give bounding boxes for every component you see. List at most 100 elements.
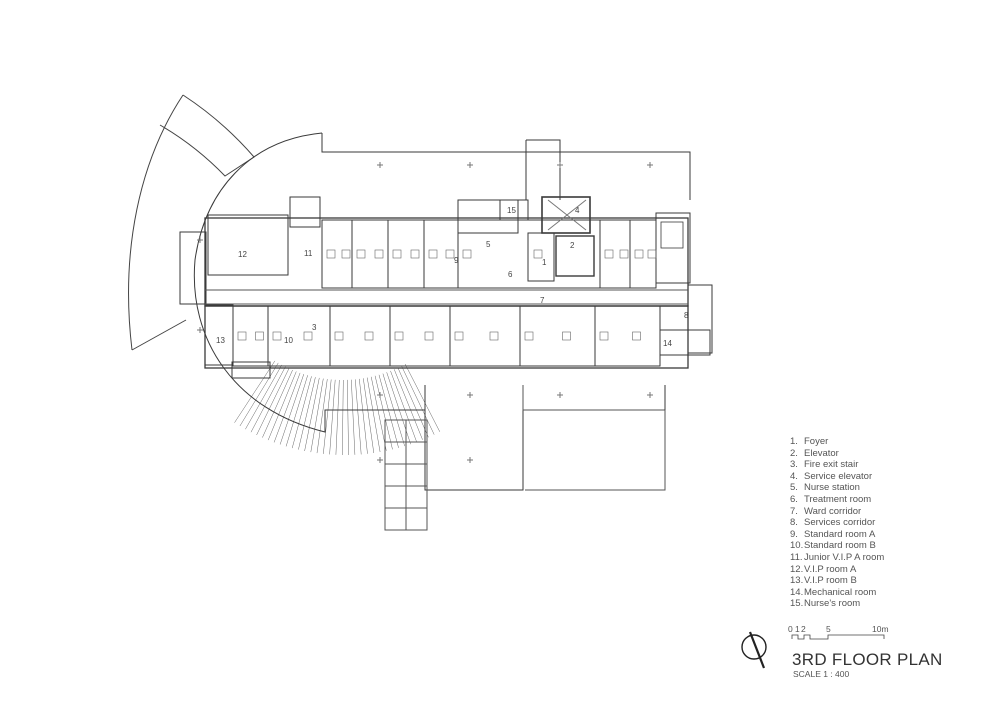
legend-item: 1.Foyer	[790, 436, 884, 448]
legend-label: V.I.P room B	[804, 575, 857, 587]
column-marker	[377, 457, 383, 463]
bed-icon	[454, 331, 464, 341]
legend-number: 9.	[790, 528, 798, 540]
bed-icon	[326, 249, 336, 259]
scale-tick-10m: 10m	[872, 624, 889, 634]
room-label-1: 1	[542, 258, 547, 267]
title-graphics: 0 1 2 5 10m	[741, 624, 889, 669]
north-arrow-icon	[741, 631, 767, 669]
bed-icon	[272, 331, 282, 341]
scale-tick-0: 0	[788, 624, 793, 634]
legend-item: 4. Service elevator	[790, 471, 884, 483]
scale-tick-1: 1	[795, 624, 800, 634]
column-marker	[197, 327, 203, 333]
legend-number: 11.	[790, 551, 803, 563]
bed-icon	[632, 331, 641, 341]
room-label-8: 8	[684, 311, 689, 320]
bed-icon	[334, 331, 344, 341]
bed-icon	[445, 249, 455, 259]
legend-number: 4.	[790, 470, 798, 482]
legend-label: Services corridor	[804, 517, 876, 529]
legend-number: 15.	[790, 598, 804, 610]
legend-item: 3.Fire exit stair	[790, 459, 884, 471]
bed-icon	[524, 331, 534, 341]
room-label-7: 7	[540, 296, 545, 305]
bed-icon	[364, 331, 374, 341]
scale-bar	[791, 634, 885, 640]
bed-icon	[392, 249, 402, 259]
room-label-3: 3	[312, 323, 317, 332]
legend-item: 2.Elevator	[790, 448, 884, 460]
column-marker	[197, 237, 203, 243]
plan-title: 3RD FLOOR PLAN	[792, 650, 943, 669]
bed-icon	[599, 331, 609, 341]
legend-number: 6.	[790, 493, 798, 505]
legend-number: 2.	[790, 447, 798, 459]
bed-icon	[619, 249, 629, 259]
room-label-13: 13	[216, 336, 225, 345]
legend-number: 5.	[790, 482, 798, 494]
legend-item: 5.Nurse station	[790, 482, 884, 494]
column-marker	[557, 392, 563, 398]
title-block: 0 1 2 5 10m 3RD FLOOR PLAN SCALE 1 : 400	[736, 622, 966, 682]
bed-icon	[303, 331, 313, 341]
plan-scale: SCALE 1 : 400	[793, 669, 850, 679]
legend-number: 7.	[790, 505, 798, 517]
legend-label: V.I.P room A	[804, 563, 857, 575]
room-cell	[267, 305, 331, 367]
bed-icon	[462, 249, 472, 259]
column-marker	[377, 162, 383, 168]
room-label-5: 5	[486, 240, 491, 249]
room-cell	[321, 219, 353, 289]
lower-room-row	[232, 305, 661, 367]
room-label-4: 4	[575, 206, 580, 215]
room-label-14: 14	[663, 339, 672, 348]
legend-item: 8. Services corridor	[790, 517, 884, 529]
legend-item: 7. Ward corridor	[790, 506, 884, 518]
walkway-grid	[384, 419, 428, 531]
legend-item: 6.Treatment room	[790, 494, 884, 506]
legend-label: Standard room A	[804, 528, 876, 540]
room-cell	[351, 219, 389, 289]
room-cell	[389, 305, 451, 367]
bed-icon	[604, 249, 614, 259]
column-marker	[647, 162, 653, 168]
bed-icon	[647, 249, 657, 259]
room-label-11: 11	[304, 249, 313, 258]
legend-item: 14.Mechanical room	[790, 587, 884, 599]
legend-label: Junior V.I.P A room	[804, 551, 885, 563]
room-cell	[599, 219, 631, 289]
legend-label: Service elevator	[804, 470, 873, 482]
legend-label: Ward corridor	[804, 505, 862, 517]
room-label-9: 9	[454, 256, 459, 265]
room-cell	[457, 219, 601, 289]
room-cell	[387, 219, 425, 289]
legend-number: 12.	[790, 563, 804, 575]
legend-number: 8.	[790, 517, 798, 529]
bed-icon	[237, 331, 247, 341]
bed-icon	[562, 331, 571, 341]
room-cell	[519, 305, 596, 367]
canopy-hatching	[234, 360, 441, 456]
room-label-10: 10	[284, 336, 293, 345]
legend-item: 11.Junior V.I.P A room	[790, 552, 884, 564]
bed-icon	[489, 331, 499, 341]
legend-item: 12.V.I.P room A	[790, 564, 884, 576]
scale-tick-5: 5	[826, 624, 831, 634]
legend-label: Standard room B	[804, 540, 876, 552]
bed-icon	[255, 331, 264, 341]
upper-room-row	[321, 219, 657, 289]
legend-item: 15.Nurse's room	[790, 598, 884, 610]
room-label-6: 6	[508, 270, 513, 279]
legend-number: 10.	[790, 540, 804, 552]
room-cell	[329, 305, 391, 367]
bed-icon	[533, 249, 543, 259]
bed-icon	[394, 331, 404, 341]
column-marker	[647, 392, 653, 398]
bed-icon	[341, 249, 351, 259]
room-label-2: 2	[570, 241, 575, 250]
legend-number: 3.	[790, 459, 798, 471]
main-block	[204, 217, 689, 307]
room-cell	[449, 305, 521, 367]
